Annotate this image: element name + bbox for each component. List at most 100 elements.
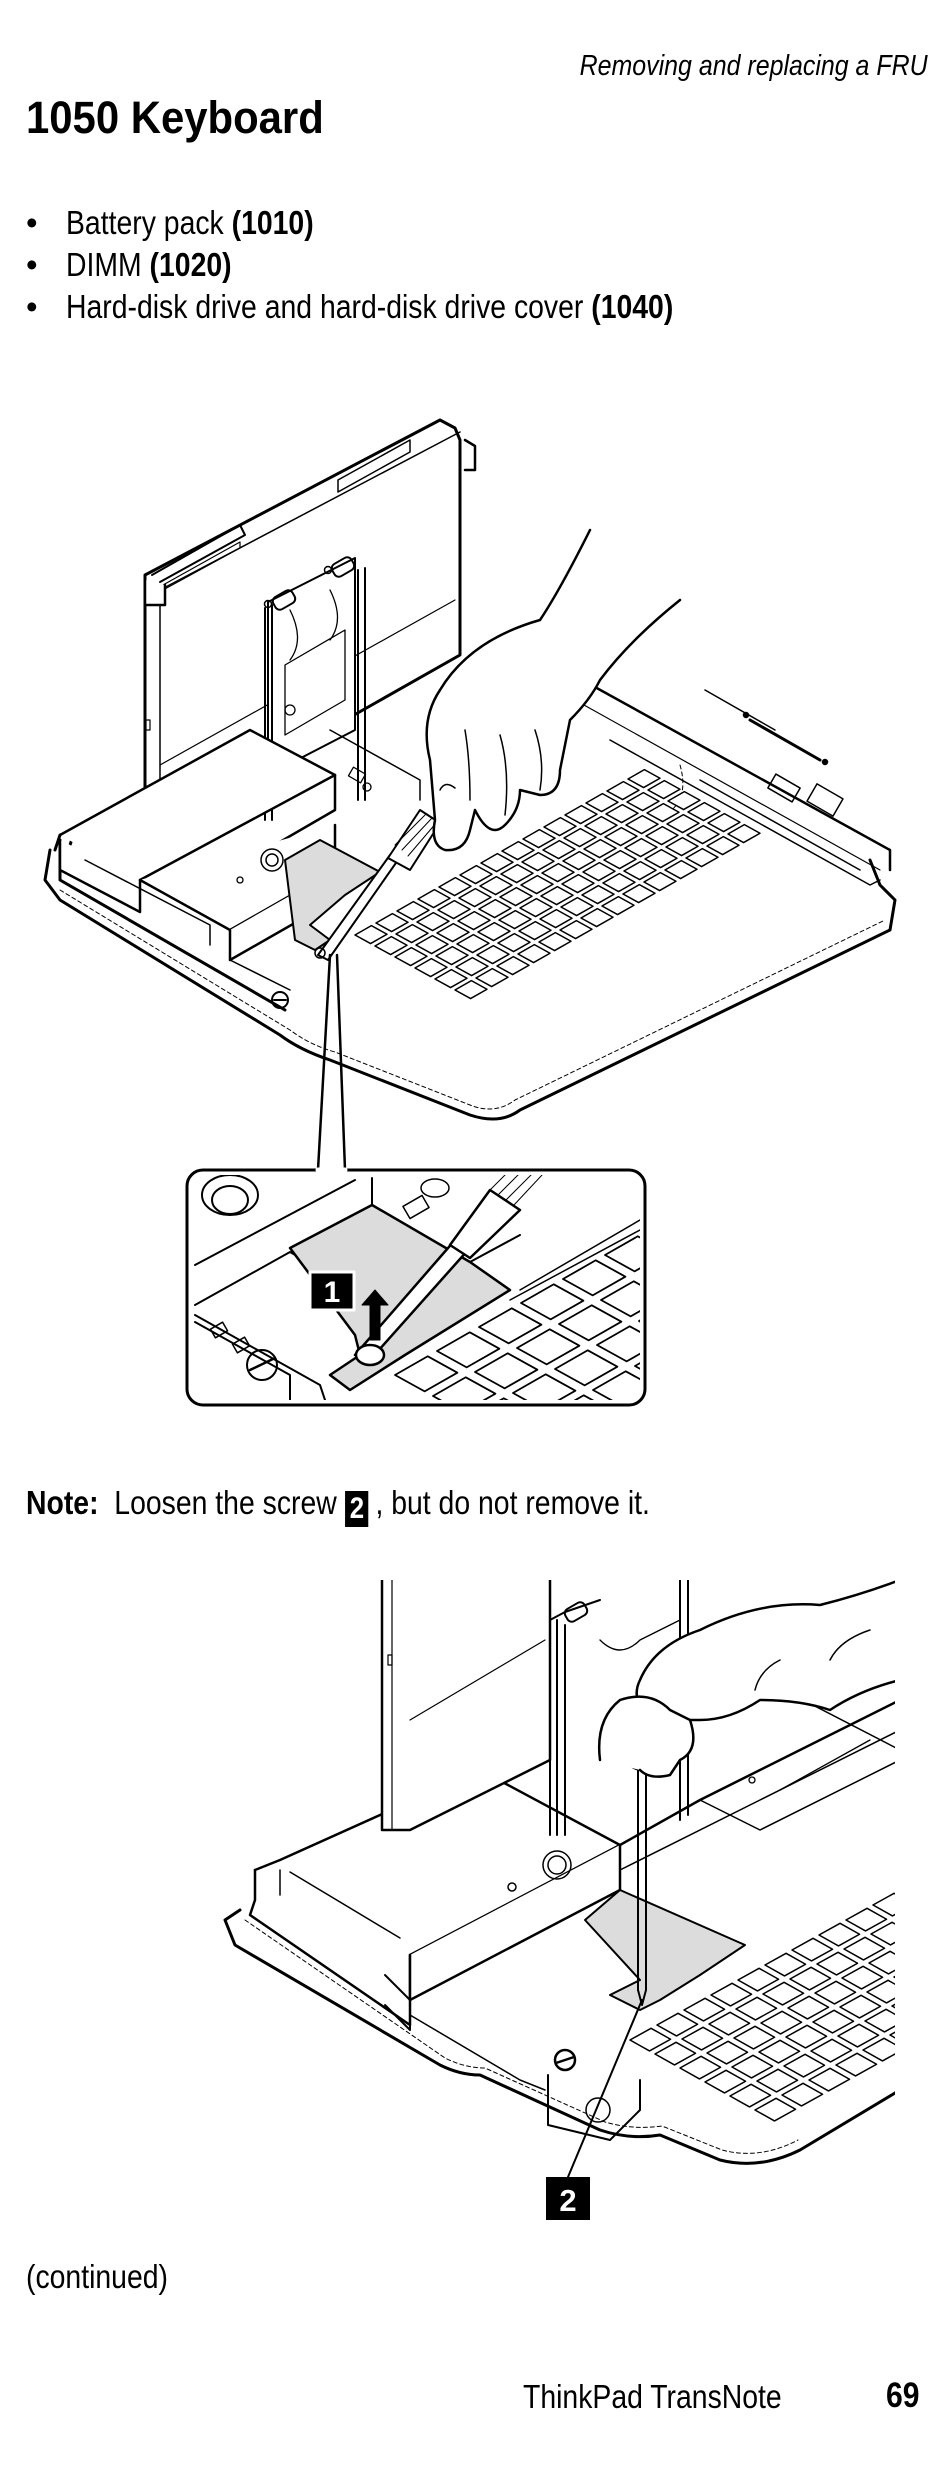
continued-label: (continued) — [26, 2258, 191, 2296]
keyboard-key — [835, 2052, 878, 2077]
keyboard-key — [756, 2068, 799, 2093]
keyboard-key — [787, 1995, 830, 2020]
keyboard-key — [944, 1993, 950, 2016]
bullet-icon: • — [26, 288, 38, 325]
keyboard-key — [638, 1301, 640, 1339]
keyboard-key — [436, 922, 470, 943]
keyboard-key — [519, 897, 553, 918]
prerequisite-ref: (1020) — [149, 246, 232, 283]
keyboard-key — [891, 2003, 895, 2009]
figure-loosen-screw: 2 — [223, 1580, 950, 2220]
keyboard-key — [758, 2039, 801, 2064]
keyboard-key — [923, 1921, 950, 1944]
bullet-icon: • — [26, 204, 38, 241]
keyboard-key — [645, 825, 679, 846]
keyboard-key — [559, 919, 593, 940]
keyboard-key — [686, 824, 720, 845]
keyboard-key — [708, 2011, 751, 2036]
screwdriver-icon — [314, 809, 441, 961]
keyboard-key — [643, 1257, 705, 1292]
keyboard-key — [872, 1892, 895, 1917]
keyboard-key — [603, 849, 637, 870]
keyboard-key — [600, 1280, 640, 1318]
keyboard-key — [643, 871, 677, 892]
keyboard-key — [541, 862, 575, 883]
keyboard-key — [845, 1907, 888, 1932]
keyboard-key — [516, 1328, 581, 1366]
keyboard-key — [629, 2027, 672, 2052]
keyboard-key — [459, 864, 493, 885]
keyboard-key — [896, 1936, 937, 1959]
keyboard-key — [509, 1419, 571, 1420]
running-head: Removing and replacing a FRU — [523, 50, 928, 83]
keyboard-key — [704, 2069, 747, 2094]
callout-leader — [567, 1999, 643, 2178]
prerequisite-list: • Battery pack (1010) • DIMM (1020) • Ha… — [26, 202, 772, 328]
keyboard-key — [737, 1967, 780, 1992]
keyboard-key — [497, 932, 531, 953]
prerequisite-text: Hard-disk drive and hard-disk drive cove… — [66, 288, 592, 325]
keyboard — [354, 768, 761, 1000]
keyboard-key — [517, 943, 551, 964]
keyboard-key — [667, 790, 701, 811]
callout-leader — [316, 953, 347, 1172]
keyboard-key — [604, 1235, 640, 1273]
magnified-inset: 1 — [185, 1167, 705, 1420]
keyboard-key — [841, 1965, 884, 1990]
keyboard — [629, 1892, 950, 2122]
keyboard-key — [889, 2031, 895, 2039]
keyboard-key — [437, 899, 471, 920]
keyboard-key — [646, 802, 680, 823]
keyboard-key — [625, 814, 659, 835]
page-title-text: 1050 Keyboard — [26, 92, 324, 143]
keyboard-key — [816, 1951, 859, 1976]
keyboard-key — [604, 826, 638, 847]
keyboard-key — [781, 2082, 824, 2107]
keyboard-key — [893, 1975, 895, 1979]
keyboard-key — [520, 1283, 585, 1321]
keyboard-key — [917, 2008, 950, 2031]
keyboard-key — [762, 1981, 805, 2006]
keyboard-key — [580, 907, 614, 928]
keyboard-key — [843, 1936, 886, 1961]
prerequisite-item: • Battery pack (1010) — [26, 202, 772, 244]
keyboard-key — [458, 887, 492, 908]
keyboard-key — [374, 935, 408, 956]
keyboard-key — [476, 944, 510, 965]
keyboard-key — [538, 931, 572, 952]
shaded-bezel-area — [584, 1889, 746, 2011]
page-number-text: 69 — [886, 2376, 920, 2415]
keyboard-key — [810, 2038, 853, 2063]
keyboard-key — [539, 908, 573, 929]
note-callout-2: 2 — [345, 1491, 369, 1527]
hinge-assembly — [263, 556, 366, 821]
keyboard-key — [436, 1331, 501, 1369]
keyboard-key — [760, 2010, 803, 2035]
keyboard-key — [521, 851, 555, 872]
note-text: Loosen the screw — [114, 1484, 337, 1521]
keyboard-key — [733, 2025, 776, 2050]
continued-text: (continued) — [26, 2258, 168, 2295]
keyboard-key — [562, 850, 596, 871]
keyboard-key — [754, 2097, 797, 2122]
keyboard-key — [522, 828, 556, 849]
keyboard-key — [626, 791, 660, 812]
prerequisite-item: • DIMM (1020) — [26, 244, 772, 286]
keyboard-key — [664, 859, 698, 880]
keyboard-key — [656, 2012, 699, 2037]
keyboard-key — [542, 839, 576, 860]
keyboard-key — [679, 2055, 722, 2080]
keyboard-key — [354, 924, 388, 945]
up-arrow-icon — [361, 1289, 389, 1341]
keyboard-key — [681, 2026, 724, 2051]
keyboard-key — [870, 1921, 895, 1946]
keyboard-key — [868, 1950, 895, 1975]
keyboard-key — [474, 1352, 539, 1390]
keyboard-key — [434, 968, 468, 989]
keyboard-key — [416, 911, 450, 932]
keyboard-key — [622, 883, 656, 904]
keyboard-key — [683, 1997, 726, 2022]
keyboard-key — [602, 872, 636, 893]
keyboard-key — [785, 2024, 828, 2049]
